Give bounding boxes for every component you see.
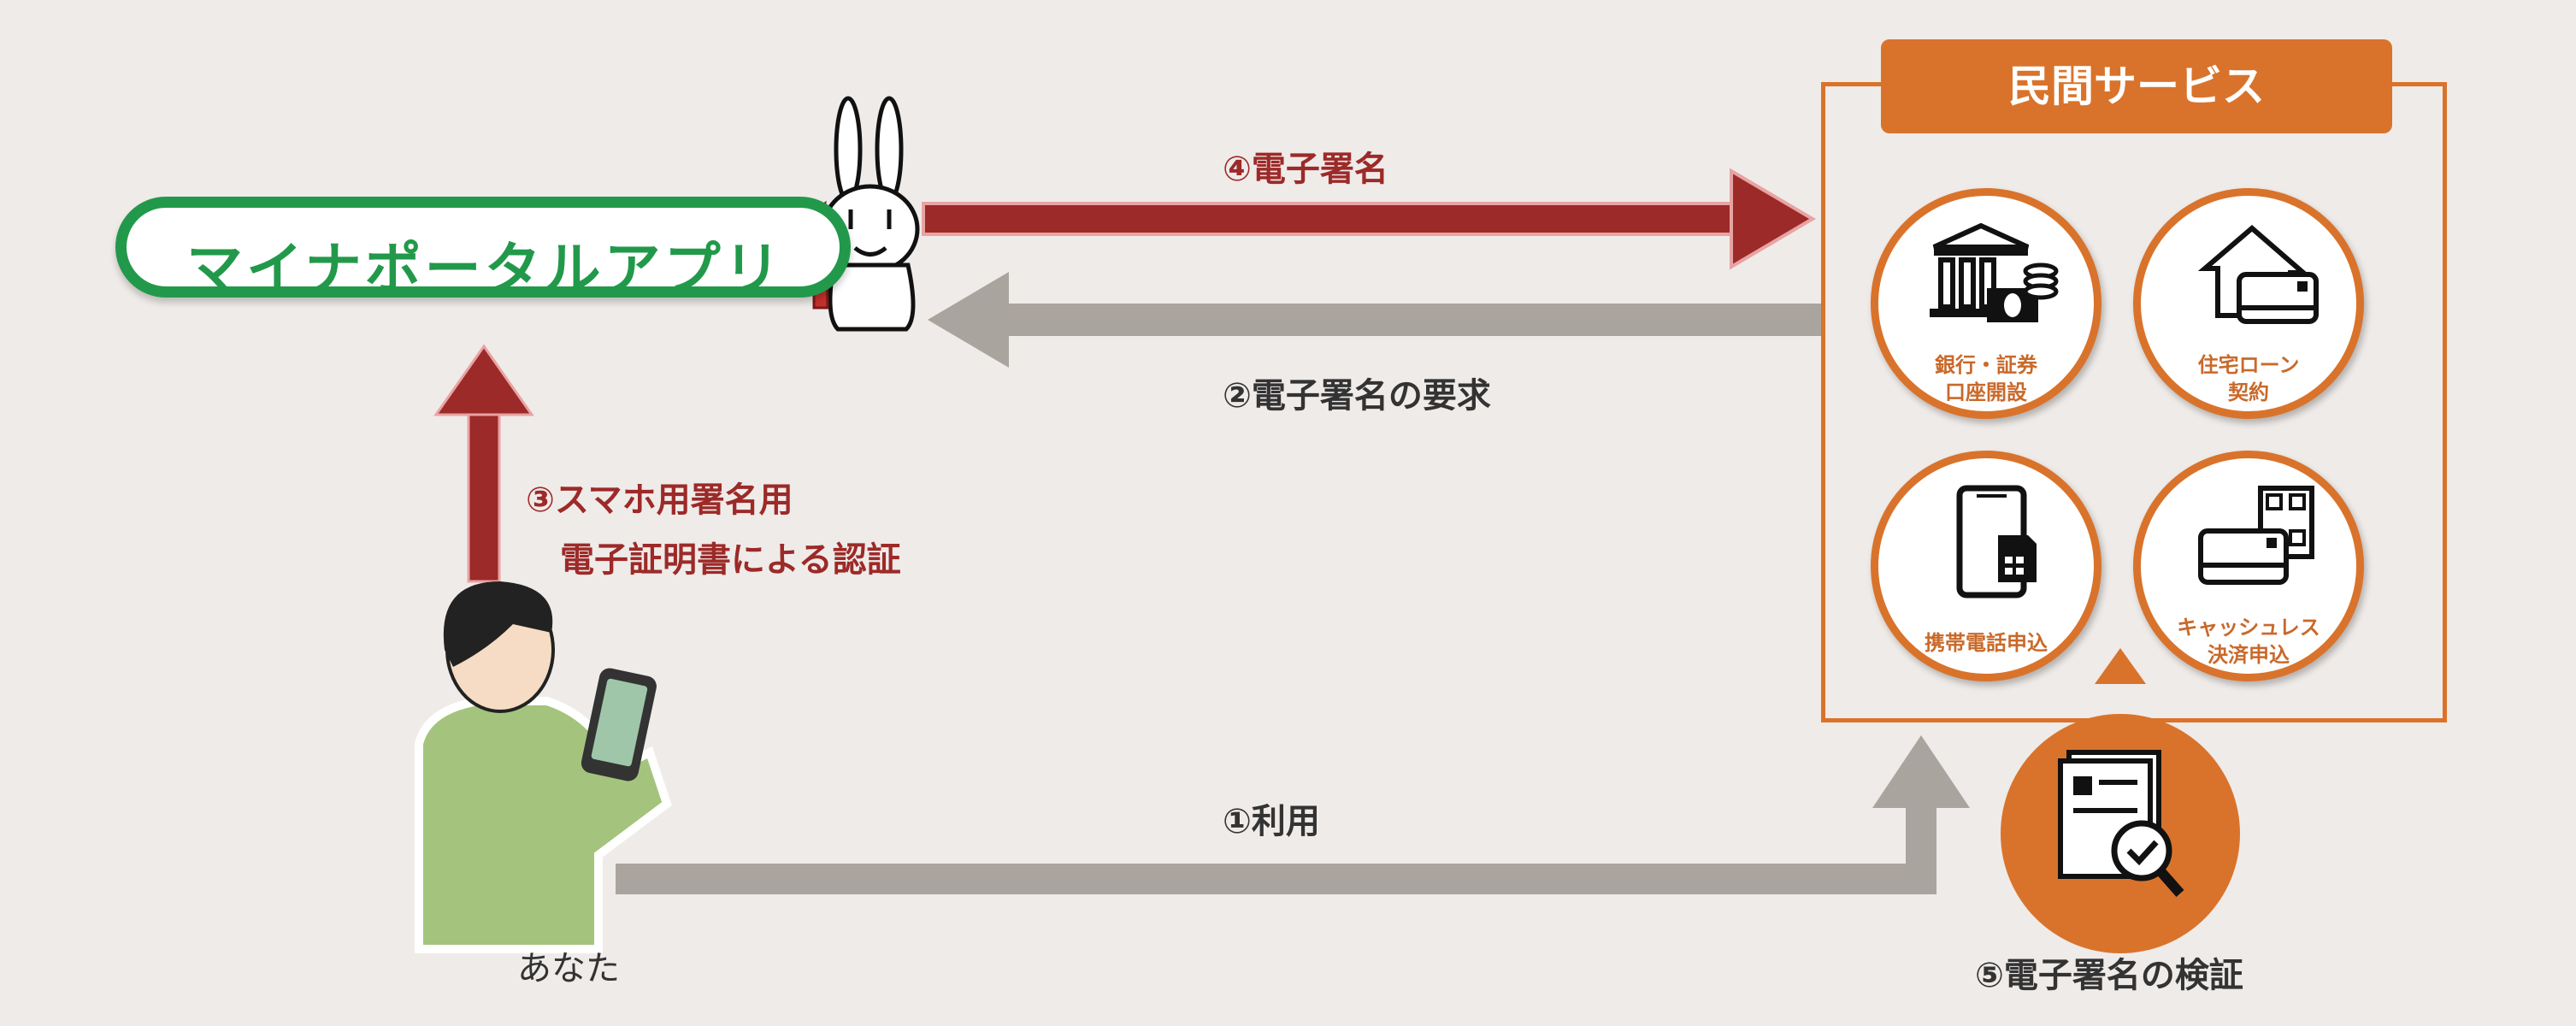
service-bank-line1: 銀行・証券 [1935,353,2037,377]
service-cashless-line2: 決済申込 [2208,643,2290,667]
person-with-phone-icon [415,581,672,953]
app-title: マイナポータルアプリ [186,236,784,302]
arrow-step4 [922,168,1816,270]
step3-label-line1: ③スマホ用署名用 [526,481,793,520]
service-bank: 銀行・証券口座開設 [1871,188,2101,419]
house-card-icon [2197,225,2319,324]
app-title-pill: マイナポータルアプリ [115,197,851,302]
service-mobile-line1: 携帯電話申込 [1925,631,2048,655]
step2-label: ②電子署名の要求 [1223,376,1491,416]
service-cashless: キャッシュレス決済申込 [2133,451,2364,681]
step3-label-line2: 電子証明書による認証 [560,540,901,580]
step4-label: ④電子署名 [1223,150,1388,189]
step5-label: ⑤電子署名の検証 [1975,956,2243,995]
step1-label: ①利用 [1223,802,1320,841]
card-qr-icon [2198,486,2314,585]
bank-icon [1930,222,2059,322]
service-mobile: 携帯電話申込 [1871,451,2101,681]
service-mortgage-line2: 契約 [2228,380,2269,404]
service-bank-line2: 口座開設 [1945,380,2027,404]
service-mortgage-line1: 住宅ローン [2197,353,2300,377]
arrow-step1 [616,735,1970,894]
arrow-step2 [928,272,1821,368]
arrow-step3 [433,344,534,583]
service-cashless-line1: キャッシュレス [2177,616,2320,640]
smartphone-sim-icon [1956,485,2037,598]
private-services-title: 民間サービス [1881,39,2392,133]
user-label: あなた [517,949,620,988]
service-mortgage: 住宅ローン契約 [2133,188,2364,419]
